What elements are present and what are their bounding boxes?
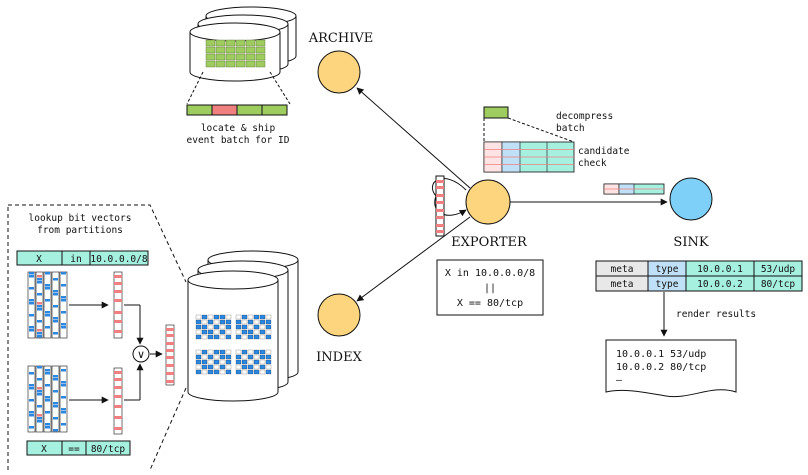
decompress-caption-line2: batch bbox=[556, 123, 585, 134]
sink-label: SINK bbox=[673, 235, 708, 250]
archive-action-caption-line1: locate & ship bbox=[201, 123, 276, 134]
or-symbol: ∨ bbox=[137, 348, 145, 361]
sink-node bbox=[669, 177, 713, 221]
compressed-batch bbox=[483, 106, 509, 119]
sink-table: meta type 10.0.0.1 53/udp meta type 10.0… bbox=[595, 260, 803, 292]
exporter-label: EXPORTER bbox=[451, 235, 528, 250]
results-document bbox=[605, 339, 737, 398]
render-results-caption: render results bbox=[676, 309, 756, 320]
index-storage-icon bbox=[187, 250, 299, 402]
result-line: 10.0.0.2 80/tcp bbox=[616, 362, 706, 373]
event-batch-bar bbox=[186, 104, 288, 116]
candidate-check-caption-line1: candidate bbox=[578, 146, 630, 157]
sink-cell: 10.0.0.2 bbox=[697, 279, 743, 290]
predicate-row-1: X in 10.0.0.0/8 bbox=[16, 250, 149, 266]
archive-node bbox=[317, 50, 361, 94]
predicate-cell: == bbox=[68, 444, 80, 455]
query-line1: X in 10.0.0.0/8 bbox=[445, 268, 535, 279]
predicate-cell: in bbox=[70, 254, 81, 265]
archive-label: ARCHIVE bbox=[308, 31, 373, 46]
exporter-bit-vector bbox=[435, 175, 445, 237]
predicate-row-2: X == 80/tcp bbox=[26, 440, 131, 456]
query-line3: X == 80/tcp bbox=[457, 298, 523, 309]
sink-cell: meta bbox=[611, 264, 634, 275]
query-box bbox=[436, 259, 544, 316]
lookup-caption-line1: lookup bit vectors bbox=[29, 213, 132, 224]
query-line2: || bbox=[484, 283, 496, 294]
archive-action-caption-line2: event batch for ID bbox=[187, 135, 290, 146]
index-node bbox=[317, 293, 361, 337]
sink-cell: 53/udp bbox=[761, 264, 796, 275]
predicate-cell: 80/tcp bbox=[91, 444, 126, 455]
sink-cell: 80/tcp bbox=[761, 279, 796, 290]
exporter-node bbox=[465, 179, 511, 225]
predicate-cell: X bbox=[36, 254, 42, 265]
index-label: INDEX bbox=[316, 350, 362, 365]
predicate-cell: X bbox=[41, 444, 47, 455]
sink-cell: meta bbox=[611, 279, 634, 290]
or-operator bbox=[132, 345, 150, 363]
lookup-panel-outline bbox=[7, 204, 187, 471]
decompress-caption-line1: decompress bbox=[556, 111, 613, 122]
exporter-to-archive-arrow bbox=[356, 87, 471, 189]
exporter-to-index-arrow bbox=[356, 216, 471, 302]
candidate-check-caption-line2: check bbox=[578, 158, 607, 169]
archive-storage-icon bbox=[189, 6, 297, 82]
sink-cell: type bbox=[656, 264, 679, 275]
decompressed-table bbox=[483, 141, 575, 173]
sink-cell: 10.0.0.1 bbox=[697, 264, 743, 275]
result-batch bbox=[603, 183, 665, 195]
lookup-caption-line2: from partitions bbox=[37, 225, 123, 236]
predicate-cell: 10.0.0.0/8 bbox=[90, 254, 147, 265]
result-line: – bbox=[616, 375, 623, 386]
sink-cell: type bbox=[656, 279, 679, 290]
result-line: 10.0.0.1 53/udp bbox=[616, 349, 706, 360]
